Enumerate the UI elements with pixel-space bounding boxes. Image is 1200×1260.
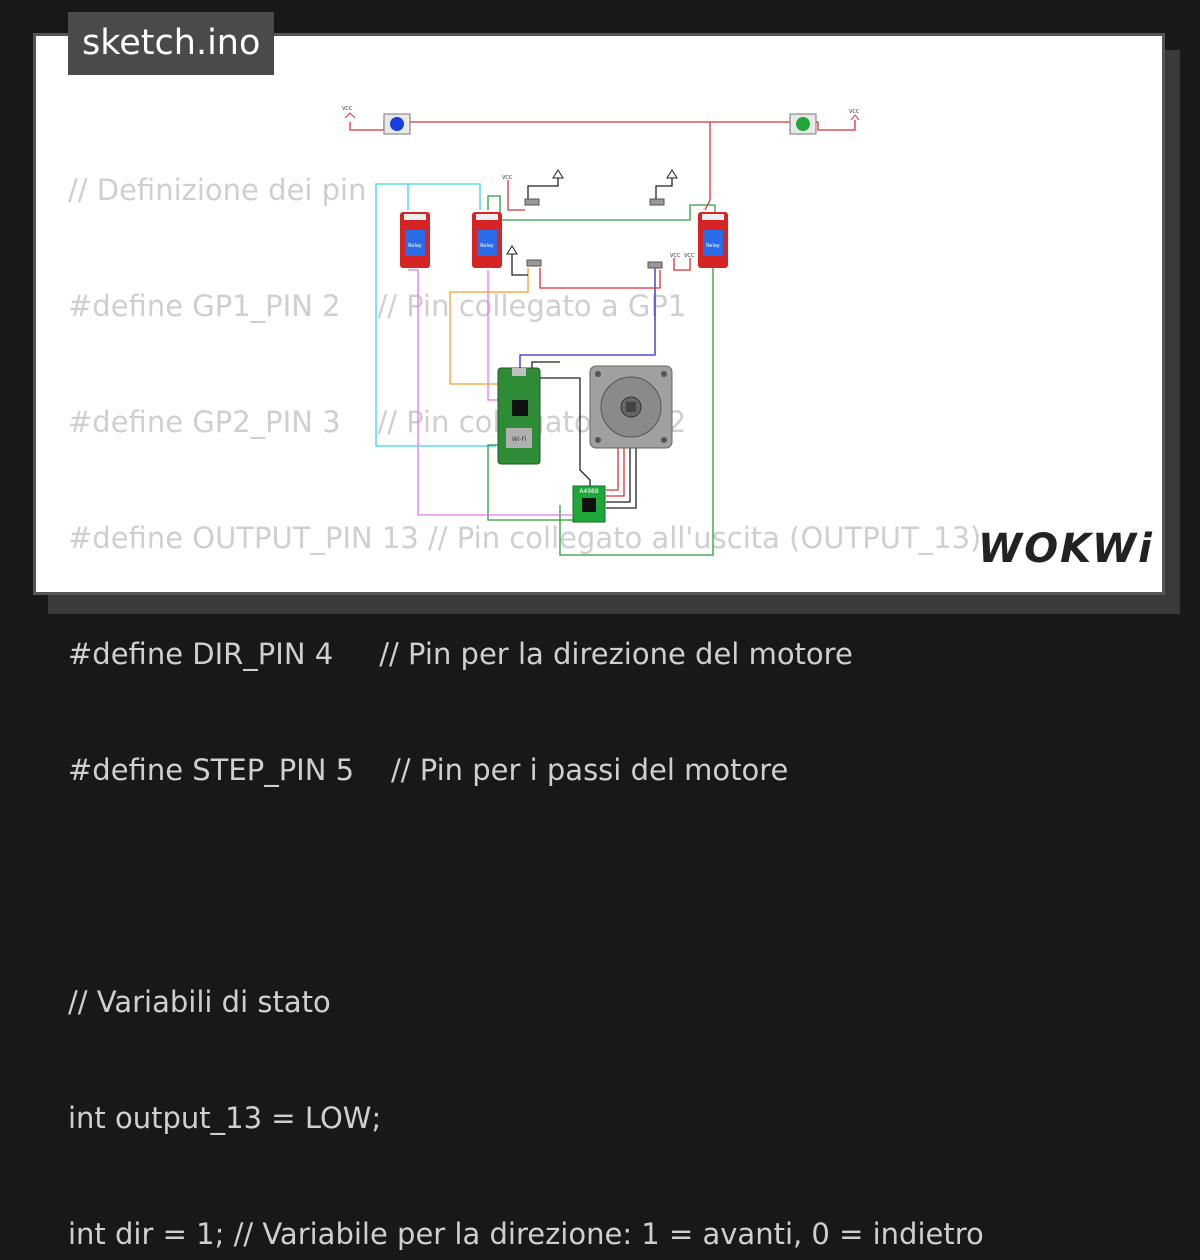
wire-red — [507, 180, 525, 211]
wire-green — [559, 268, 714, 556]
resistor — [526, 259, 542, 267]
wire-black — [540, 377, 591, 492]
file-title: sketch.ino — [68, 12, 275, 75]
vcc-label: VCC — [670, 253, 681, 259]
wire-black — [527, 178, 559, 200]
code-line: // Definizione dei pin — [68, 173, 367, 207]
wire-blue — [519, 268, 656, 368]
wire-red — [539, 268, 661, 289]
wire-black — [511, 254, 528, 276]
board-label: Wi-Fi — [512, 436, 527, 443]
vcc-label: VCC — [849, 109, 860, 115]
code-line: // Variabili di stato — [68, 985, 331, 1019]
code-line: int output_13 = LOW; — [68, 1101, 382, 1135]
code-line: #define STEP_PIN 5 // Pin per i passi de… — [68, 753, 789, 787]
vcc-label: VCC — [342, 106, 353, 112]
wokwi-logo: WOKWi — [978, 526, 1154, 572]
wire-motor — [606, 448, 631, 503]
code-line: #define DIR_PIN 4 // Pin per la direzion… — [68, 637, 853, 671]
driver-label: A4988 — [579, 488, 599, 495]
ground-icon — [552, 169, 564, 179]
wire-vcc-top — [349, 120, 856, 131]
ground-icon — [666, 169, 678, 179]
stepper-motor[interactable] — [589, 365, 673, 449]
wire-red — [673, 258, 691, 271]
power-markers: VCC VCC VCC VCC VCC — [342, 106, 860, 259]
vcc-label: VCC — [502, 175, 513, 181]
wire-motor — [606, 448, 619, 491]
button-green[interactable] — [789, 113, 817, 135]
wire-red — [704, 122, 711, 211]
resistor — [647, 261, 663, 269]
relay-3[interactable]: Relay — [698, 212, 728, 268]
wires — [349, 120, 856, 556]
wire-cyan — [408, 183, 481, 210]
code-line — [68, 862, 984, 910]
wire-motor — [606, 448, 625, 497]
code-line: int dir = 1; // Variabile per la direzio… — [68, 1217, 984, 1251]
vcc-label: VCC — [684, 253, 695, 259]
wire-green — [487, 444, 575, 521]
resistor — [649, 198, 665, 206]
wire-pink — [408, 269, 572, 516]
button-blue[interactable] — [383, 113, 411, 135]
wire-cyan — [375, 183, 496, 447]
wire-black — [531, 361, 560, 368]
relay-label: Relay — [706, 243, 720, 249]
wire-motor — [606, 448, 637, 509]
wire-green — [487, 195, 716, 221]
relay-2[interactable]: Relay — [472, 212, 502, 268]
pico-board[interactable]: Wi-Fi — [497, 367, 541, 465]
code-line: #define OUTPUT_PIN 13 // Pin collegato a… — [68, 521, 982, 555]
relay-label: Relay — [480, 243, 494, 249]
wire-black — [655, 178, 673, 200]
wire-orange — [449, 268, 529, 385]
circuit-diagram: VCC VCC VCC VCC VCC Relay Relay — [342, 106, 860, 556]
relay-label: Relay — [408, 243, 422, 249]
relay-1[interactable]: Relay — [400, 212, 430, 268]
code-line: #define GP1_PIN 2 // Pin collegato a GP1 — [68, 289, 687, 323]
ground-icon — [506, 245, 518, 255]
wire-pink — [487, 270, 498, 401]
resistors — [524, 198, 665, 269]
a4988-driver[interactable]: A4988 — [572, 485, 606, 523]
resistor — [524, 198, 540, 206]
